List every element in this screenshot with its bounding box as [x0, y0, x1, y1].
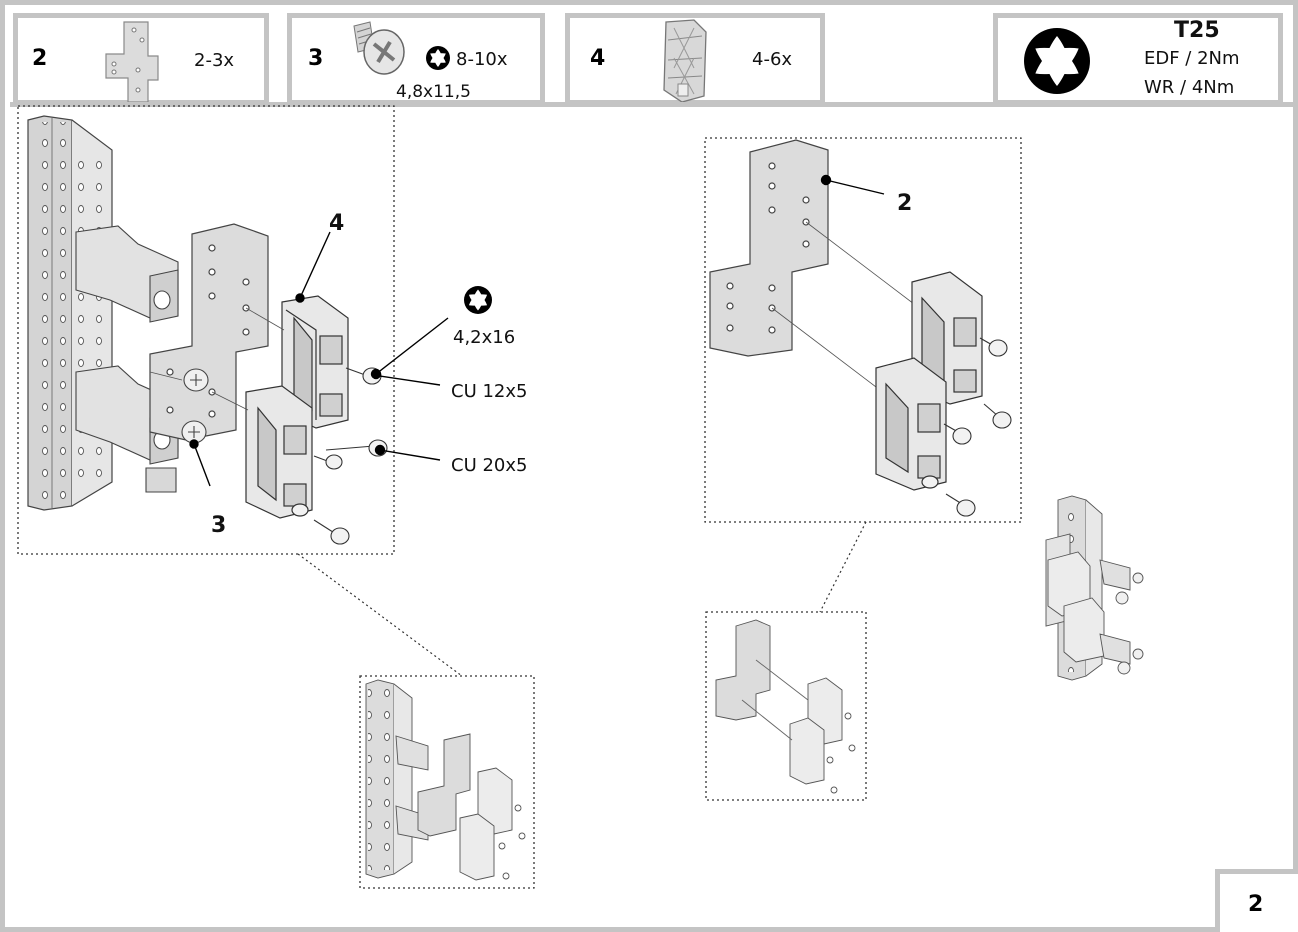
torx-bit-icon — [1024, 28, 1090, 94]
part-number: 3 — [308, 46, 324, 71]
right-clamp-screws — [943, 337, 1012, 517]
clamp-blocks — [245, 295, 349, 519]
plate-screws — [181, 368, 209, 444]
part-box-3: 3 8-10x 4,8x11,5 — [287, 13, 545, 105]
part-box-4: 4 4-6x — [565, 13, 825, 105]
clamp-block-icon — [663, 19, 707, 103]
rail-clamp — [75, 225, 179, 493]
callout-block: 4 — [329, 211, 345, 236]
mounting-plate-icon — [105, 21, 159, 103]
right-callout-leader — [820, 174, 885, 195]
part-box-2: 2 2-3x — [13, 13, 269, 105]
left-detail-frame — [17, 105, 395, 555]
screw-size: 4,8x11,5 — [396, 82, 471, 102]
header-divider — [10, 102, 1298, 107]
callout-screw: 3 — [211, 513, 227, 538]
part-quantity: 2-3x — [194, 50, 235, 71]
part-quantity: 8-10x — [456, 49, 508, 70]
part-quantity: 4-6x — [752, 49, 793, 70]
callout-plate: 2 — [897, 191, 913, 216]
torx-icon — [426, 46, 450, 70]
mounting-rail — [27, 115, 113, 511]
right-preview-frame — [705, 611, 867, 801]
right-preview-assembly — [715, 619, 856, 794]
torx-spec-icon — [464, 286, 492, 314]
right-mounting-plate — [709, 139, 829, 357]
torque-line-wr: WR / 4Nm — [1144, 77, 1235, 98]
page-number: 2 — [1248, 892, 1264, 917]
right-clamp-blocks — [875, 271, 983, 491]
right-guides — [771, 221, 915, 391]
screw-spec-label: 4,2x16 — [453, 327, 516, 348]
left-preview-assembly — [365, 679, 526, 881]
detail-link-left — [297, 553, 463, 677]
assembly-drawing — [17, 105, 1144, 889]
conductor-label-small: CU 12x5 — [451, 381, 528, 402]
left-callout-leaders — [189, 231, 449, 487]
detail-link-right — [819, 521, 867, 613]
torx-recess — [1035, 36, 1079, 86]
tool-name: T25 — [1174, 18, 1220, 43]
part-number: 2 — [32, 46, 48, 71]
side-assembly — [1045, 495, 1144, 681]
page-number-box: 2 — [1215, 869, 1298, 932]
torx-recess — [430, 49, 446, 67]
left-preview-frame — [359, 675, 535, 889]
torx-recess — [468, 289, 488, 311]
screw-icon — [353, 21, 405, 75]
part-number: 4 — [590, 46, 606, 71]
conductor-label-large: CU 20x5 — [451, 455, 528, 476]
torque-line-edf: EDF / 2Nm — [1144, 48, 1240, 69]
assembly-guides — [149, 307, 285, 411]
